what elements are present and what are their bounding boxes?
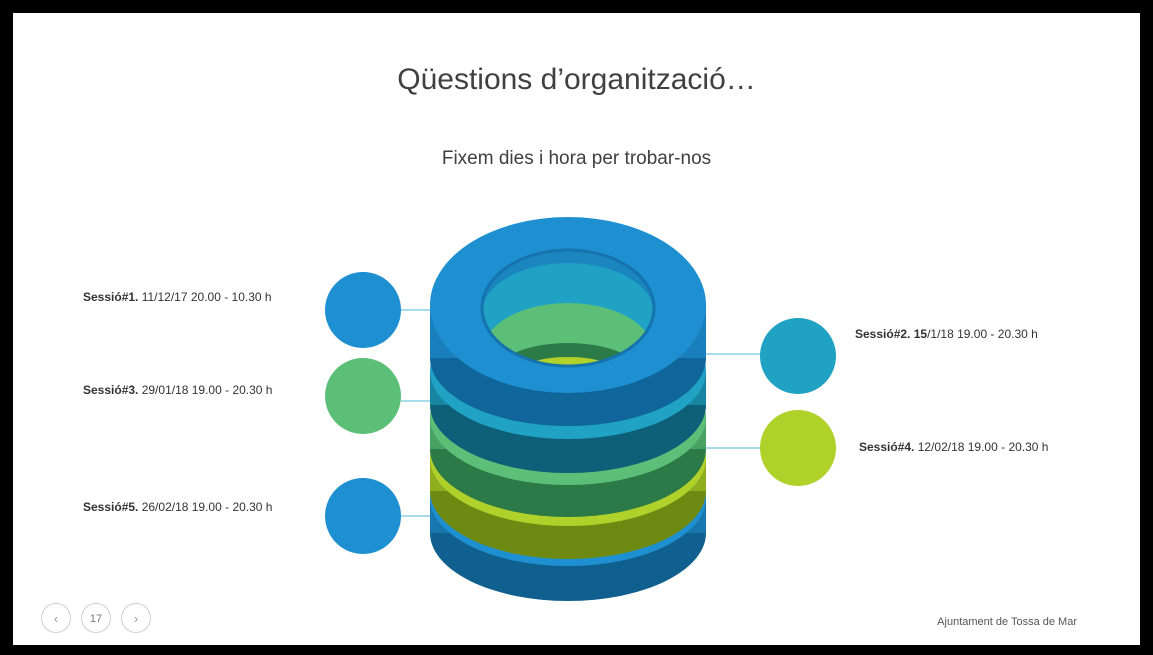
stacked-rings-diagram bbox=[325, 217, 836, 601]
chevron-right-icon: › bbox=[133, 611, 139, 626]
session-2-label-text: /1/18 19.00 - 20.30 h bbox=[927, 327, 1038, 341]
slide-title: Qüestions d’organització… bbox=[397, 63, 756, 96]
prev-slide-button[interactable]: ‹ bbox=[41, 603, 71, 633]
session-1-label-text: 11/12/17 20.00 - 10.30 h bbox=[138, 290, 272, 304]
chevron-left-icon: ‹ bbox=[53, 611, 59, 626]
next-slide-button[interactable]: › bbox=[121, 603, 151, 633]
session-4-label: Sessió#4. 12/02/18 19.00 - 20.30 h bbox=[859, 440, 1048, 454]
session-4-circle bbox=[760, 410, 836, 486]
session-5-label: Sessió#5. 26/02/18 19.00 - 20.30 h bbox=[83, 500, 272, 514]
session-4-label-bold: Sessió#4. bbox=[859, 440, 915, 454]
slide: Qüestions d’organització… Fixem dies i h… bbox=[13, 13, 1140, 645]
session-2-circle bbox=[760, 318, 836, 394]
ring-stack bbox=[430, 217, 706, 601]
session-3-label-text: 29/01/18 19.00 - 20.30 h bbox=[138, 383, 273, 397]
session-5-circle bbox=[325, 478, 401, 554]
session-3-circle bbox=[325, 358, 401, 434]
slide-number-text: 17 bbox=[89, 613, 103, 625]
session-4-label-text: 12/02/18 19.00 - 20.30 h bbox=[914, 440, 1049, 454]
session-2-label-bold: Sessió#2. 15 bbox=[855, 327, 928, 341]
session-2-label: Sessió#2. 15/1/18 19.00 - 20.30 h bbox=[855, 327, 1038, 341]
session-3-label-bold: Sessió#3. bbox=[83, 383, 139, 397]
session-3-label: Sessió#3. 29/01/18 19.00 - 20.30 h bbox=[83, 383, 272, 397]
session-5-label-text: 26/02/18 19.00 - 20.30 h bbox=[138, 500, 273, 514]
session-circles bbox=[325, 272, 836, 554]
slide-number: 17 bbox=[81, 603, 111, 633]
session-1-label: Sessió#1. 11/12/17 20.00 - 10.30 h bbox=[83, 290, 272, 304]
footer-organization: Ajuntament de Tossa de Mar bbox=[937, 616, 1077, 628]
slide-subtitle: Fixem dies i hora per trobar-nos bbox=[441, 148, 712, 169]
session-1-label-bold: Sessió#1. bbox=[83, 290, 139, 304]
session-1-circle bbox=[325, 272, 401, 348]
session-5-label-bold: Sessió#5. bbox=[83, 500, 139, 514]
